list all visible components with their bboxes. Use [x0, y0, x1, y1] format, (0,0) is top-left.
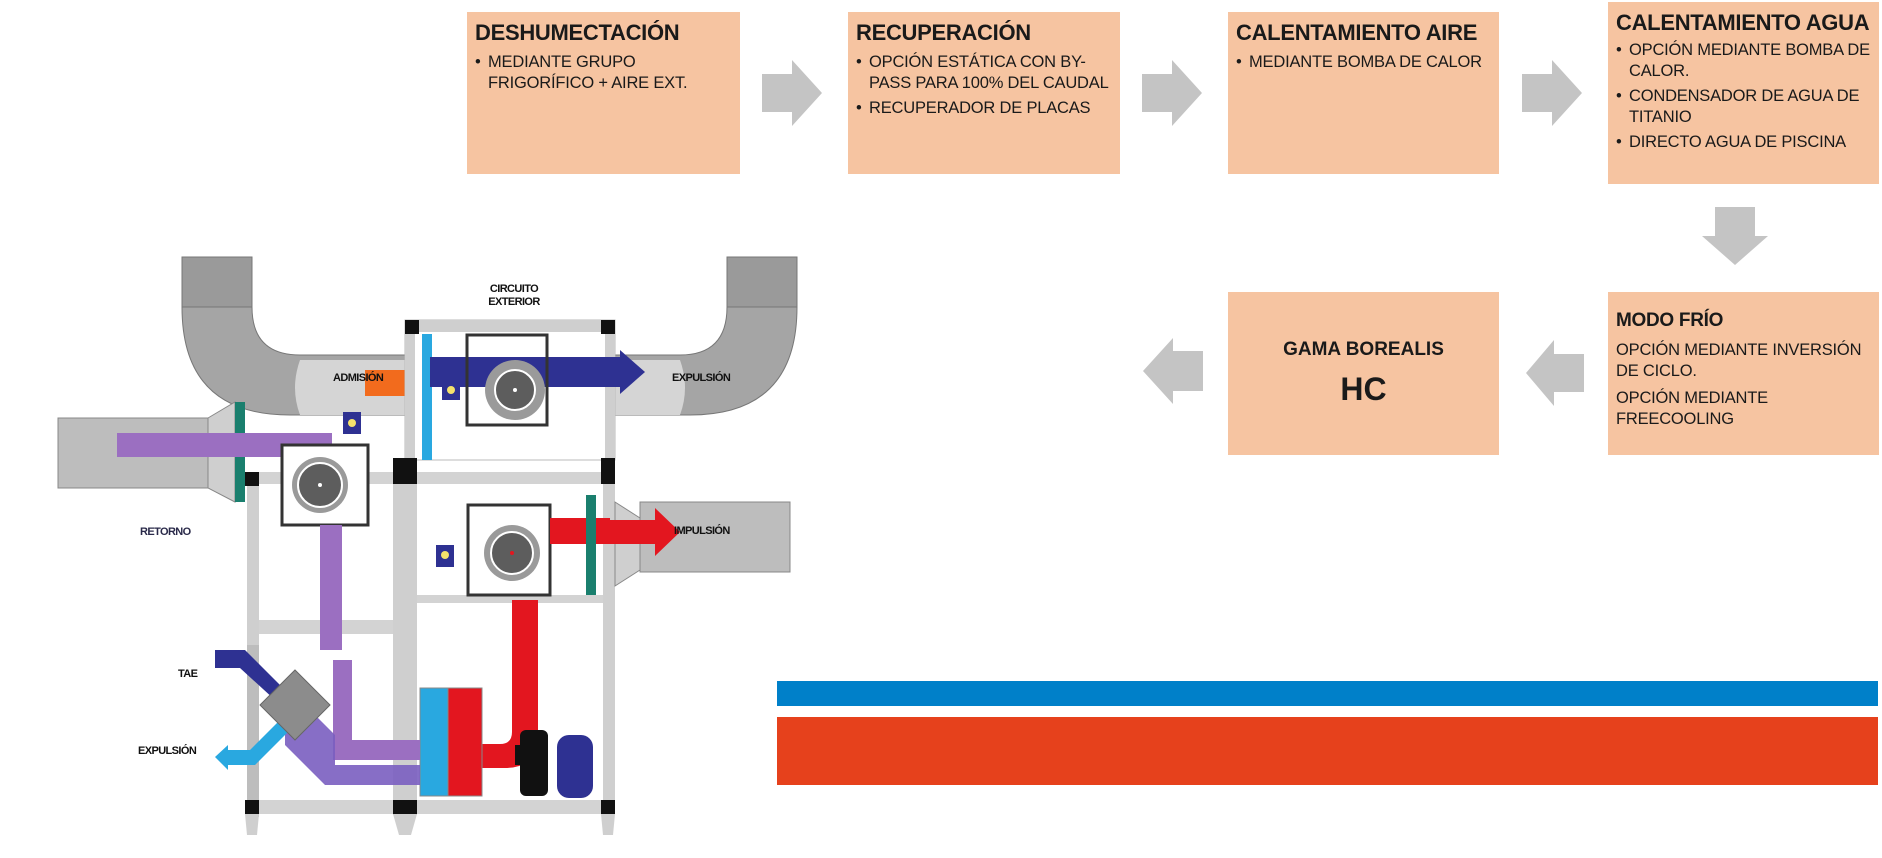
label-circuit-line2: EXTERIOR: [488, 296, 540, 308]
arrow-right-icon: [1522, 60, 1582, 126]
label-tae: TAE: [178, 668, 198, 680]
hvac-unit-diagram: CIRCUITO EXTERIOR ADMISIÓN EXPULSIÓN RET…: [57, 256, 798, 835]
coil-section: [419, 687, 483, 797]
arrow-left-icon: [1143, 338, 1203, 404]
step-bullet: OPCIÓN MEDIANTE BOMBA DE CALOR.: [1616, 40, 1871, 82]
exterior-circuit-cabinet: [404, 319, 645, 461]
return-fan: [280, 412, 370, 650]
supply-down-duct: [480, 600, 538, 768]
step-box-modo-frio: MODO FRÍO OPCIÓN MEDIANTE INVERSIÓN DE C…: [1608, 292, 1879, 455]
admission-duct: [181, 256, 406, 416]
receiver-tank: [557, 735, 593, 798]
step-paragraph: OPCIÓN MEDIANTE INVERSIÓN DE CICLO.: [1616, 341, 1862, 380]
step-bullet: CONDENSADOR DE AGUA DE TITANIO: [1616, 86, 1871, 128]
label-return: RETORNO: [140, 526, 192, 538]
label-expulsion-bottom: EXPULSIÓN: [138, 744, 197, 757]
supply-duct: [610, 501, 791, 587]
supply-fan: [436, 495, 610, 597]
step-bullet: OPCIÓN ESTÁTICA CON BY-PASS PARA 100% DE…: [856, 52, 1112, 94]
arrow-right-icon: [762, 60, 822, 126]
step-bullet: RECUPERADOR DE PLACAS: [856, 98, 1112, 119]
product-model: HC: [1340, 371, 1387, 407]
label-supply: IMPULSIÓN: [674, 524, 730, 537]
label-expulsion-top: EXPULSIÓN: [672, 371, 731, 384]
step-bullet: DIRECTO AGUA DE PISCINA: [1616, 132, 1871, 153]
compressor: [515, 730, 548, 796]
return-duct: [57, 401, 332, 503]
step-paragraph: OPCIÓN MEDIANTE FREECOOLING: [1616, 389, 1768, 428]
step-box-deshumectacion: DESHUMECTACIÓN MEDIANTE GRUPO FRIGORÍFIC…: [467, 12, 740, 174]
step-title: RECUPERACIÓN: [856, 20, 1031, 45]
product-box: GAMA BOREALIS HC: [1228, 292, 1499, 455]
step-box-calentamiento-agua: CALENTAMIENTO AGUA OPCIÓN MEDIANTE BOMBA…: [1608, 2, 1879, 184]
step-title: MODO FRÍO: [1616, 310, 1724, 331]
step-title: DESHUMECTACIÓN: [475, 20, 680, 45]
arrow-left-icon: [1526, 340, 1584, 406]
step-bullet: MEDIANTE GRUPO FRIGORÍFICO + AIRE EXT.: [475, 52, 732, 94]
label-circuit-line1: CIRCUITO: [490, 283, 539, 295]
cold-bar: [777, 681, 1878, 706]
step-title: CALENTAMIENTO AGUA: [1616, 10, 1870, 35]
arrow-right-icon: [1142, 60, 1202, 126]
expulsion-duct-top: [614, 256, 798, 416]
label-admission: ADMISIÓN: [333, 371, 384, 384]
arrow-down-icon: [1702, 207, 1768, 265]
product-range-label: GAMA BOREALIS: [1283, 339, 1444, 360]
step-box-calentamiento-aire: CALENTAMIENTO AIRE MEDIANTE BOMBA DE CAL…: [1228, 12, 1499, 174]
step-title: CALENTAMIENTO AIRE: [1236, 20, 1478, 45]
step-box-recuperacion: RECUPERACIÓN OPCIÓN ESTÁTICA CON BY-PASS…: [848, 12, 1120, 174]
heat-recovery-plate: [215, 650, 420, 785]
step-bullet: MEDIANTE BOMBA DE CALOR: [1236, 52, 1491, 73]
hot-bar: [777, 717, 1878, 785]
